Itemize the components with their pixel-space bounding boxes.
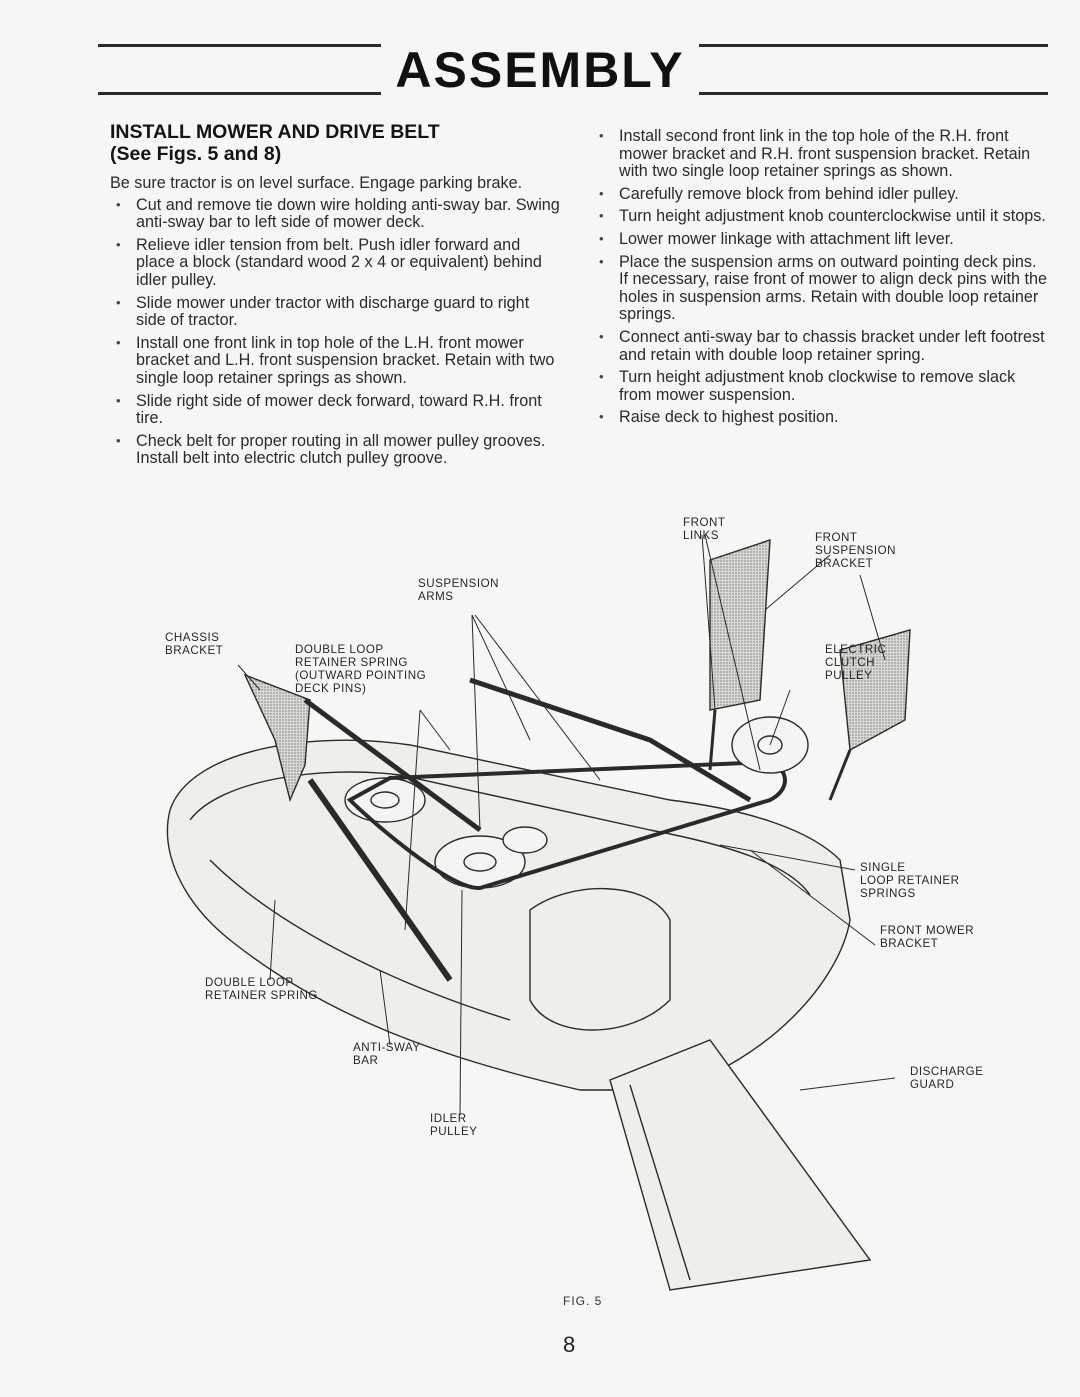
- label-suspension-arms: SUSPENSION ARMS: [418, 577, 500, 603]
- idler-pulley: [502, 826, 548, 854]
- front-suspension-bracket: [839, 629, 911, 752]
- leader-front-susp-bracket: [764, 554, 831, 611]
- intro-text: Be sure tractor is on level surface. Eng…: [110, 174, 523, 192]
- label-front-mower-bracket: FRONT MOWER BRACKET: [880, 924, 975, 950]
- bullet-icon: •: [116, 236, 121, 252]
- leader-susp-bracket-right: [859, 574, 886, 661]
- instructions-right-column: •Install second front link in the top ho…: [593, 127, 1048, 432]
- leader-idler: [459, 889, 463, 1116]
- bullet-icon: •: [116, 294, 121, 310]
- section-heading-line2: (See Figs. 5 and 8): [110, 143, 282, 165]
- section-heading: INSTALL MOWER AND DRIVE BELT (See Figs. …: [110, 121, 560, 165]
- label-double-loop-outward: DOUBLE LOOP RETAINER SPRING (OUTWARD POI…: [295, 643, 427, 695]
- leader-discharge: [799, 1077, 896, 1091]
- step-item: •Raise deck to highest position.: [599, 408, 839, 427]
- step-item: •Lower mower linkage with attachment lif…: [599, 229, 954, 248]
- step-item: •Turn height adjustment knob clockwise t…: [599, 368, 1016, 404]
- label-idler-pulley: IDLER PULLEY: [430, 1112, 478, 1138]
- step-item: •Place the suspension arms on outward po…: [599, 252, 1047, 324]
- left-pulley: [344, 777, 426, 823]
- bullet-icon: •: [116, 334, 121, 350]
- discharge-guard: [609, 1039, 872, 1291]
- step-item: •Check belt for proper routing in all mo…: [116, 431, 546, 468]
- leader-double-loop: [404, 709, 451, 931]
- suspension-arm-left: [303, 697, 482, 833]
- step-item: •Relieve idler tension from belt. Push i…: [116, 235, 542, 289]
- bullet-icon: •: [116, 432, 121, 448]
- bullet-icon: •: [599, 369, 604, 385]
- front-mower-bracket: [709, 539, 771, 711]
- label-single-loop-springs: SINGLE LOOP RETAINER SPRINGS: [860, 861, 960, 900]
- leader-front-mower-bracket: [749, 849, 876, 946]
- bullet-icon: •: [599, 185, 604, 201]
- front-link-left: [708, 709, 717, 771]
- step-item: •Cut and remove tie down wire holding an…: [116, 195, 560, 232]
- step-item: •Install one front link in top hole of t…: [116, 333, 555, 387]
- bullet-icon: •: [116, 196, 121, 212]
- leader-clutch: [769, 689, 791, 746]
- step-item: •Slide right side of mower deck forward,…: [116, 391, 542, 428]
- label-front-suspension-bracket: FRONT SUSPENSION BRACKET: [815, 531, 897, 570]
- mower-assembly-illustration: [166, 534, 911, 1291]
- page-title: ASSEMBLY: [0, 40, 1080, 100]
- section-heading-line1: INSTALL MOWER AND DRIVE BELT: [110, 121, 440, 143]
- right-step-list: •Install second front link in the top ho…: [593, 127, 1048, 427]
- leader-anti-sway: [379, 969, 391, 1046]
- step-item: •Slide mower under tractor with discharg…: [116, 293, 530, 330]
- step-item: •Carefully remove block from behind idle…: [599, 184, 959, 203]
- bullet-icon: •: [599, 230, 604, 246]
- chassis-bracket: [243, 673, 311, 803]
- label-anti-sway-bar: ANTI-SWAY BAR: [353, 1041, 421, 1067]
- step-item: •Install second front link in the top ho…: [599, 127, 1031, 181]
- bullet-icon: •: [116, 392, 121, 408]
- bullet-icon: •: [599, 253, 604, 269]
- step-item: •Connect anti-sway bar to chassis bracke…: [599, 327, 1045, 364]
- page-number: 8: [563, 1332, 576, 1357]
- bullet-icon: •: [599, 128, 604, 143]
- bullet-icon: •: [599, 409, 604, 425]
- figure-caption: FIG. 5: [563, 1294, 603, 1308]
- mower-deck: [166, 739, 851, 1091]
- leader-susp-arms: [471, 614, 601, 831]
- front-link-right: [828, 749, 852, 801]
- label-chassis-bracket: CHASSIS BRACKET: [165, 631, 224, 657]
- left-step-list: •Cut and remove tie down wire holding an…: [110, 195, 560, 468]
- anti-sway-bar: [307, 778, 453, 982]
- label-electric-clutch-pulley: ELECTRIC CLUTCH PULLEY: [825, 643, 887, 682]
- bullet-icon: •: [599, 208, 604, 224]
- leader-front-links: [701, 534, 761, 771]
- deck-housing: [529, 888, 671, 1031]
- label-front-links: FRONT LINKS: [683, 516, 726, 542]
- bullet-icon: •: [599, 328, 604, 344]
- leader-single-loop: [719, 844, 856, 871]
- label-double-loop-retainer: DOUBLE LOOP RETAINER SPRING: [205, 976, 318, 1002]
- suspension-arm-right: [469, 677, 752, 803]
- instructions-left-column: INSTALL MOWER AND DRIVE BELT (See Figs. …: [110, 121, 560, 473]
- step-item: •Turn height adjustment knob countercloc…: [599, 207, 1046, 226]
- leader-chassis: [237, 664, 261, 691]
- label-discharge-guard: DISCHARGE GUARD: [910, 1065, 984, 1091]
- leader-double-loop-retainer: [269, 899, 276, 981]
